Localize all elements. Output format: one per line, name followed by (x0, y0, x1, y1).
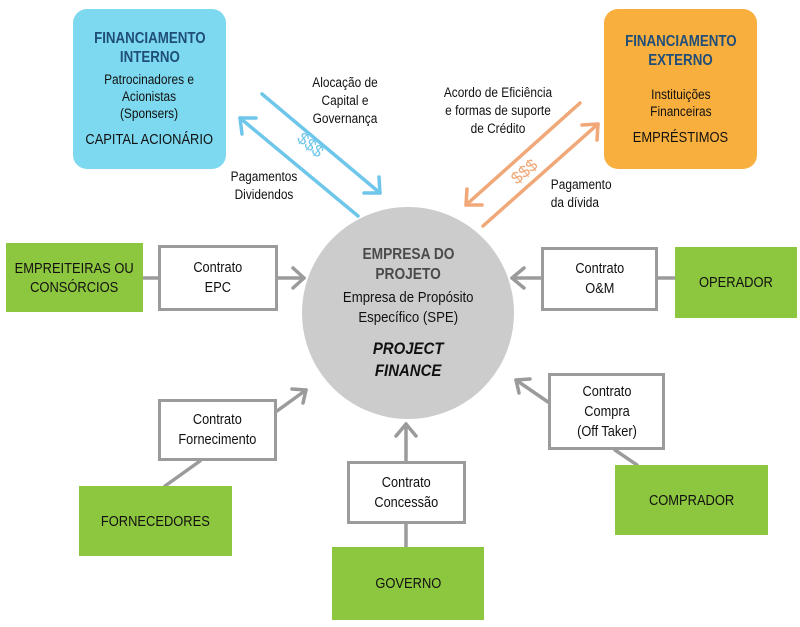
project-company-title-line1: EMPRESA DO (361, 245, 454, 263)
internal-financing-sub-line2: Acionistas (122, 89, 177, 104)
internal-financing-sub: Patrocinadores e Acionistas (Sponsers) (105, 71, 195, 122)
connector-offtake-center (514, 378, 550, 404)
flow-label-capital-allocation: Alocação de Capital e Governança (305, 74, 384, 128)
arrow-dividend-payments (238, 116, 360, 218)
internal-financing-sub-line3: (Sponsers) (120, 106, 179, 121)
party-contractors-line1: EMPREITEIRAS OU (15, 259, 135, 277)
contract-epc-line1: Contrato (193, 260, 243, 276)
contract-offtake-label: Contrato Compra (Off Taker) (577, 382, 637, 442)
party-buyer: COMPRADOR (615, 465, 768, 535)
project-company-sub-line1: Empresa de Propósito (342, 288, 474, 306)
contract-epc-line2: EPC (204, 280, 232, 296)
arrowhead-concession (394, 422, 418, 438)
internal-financing-title-line1: FINANCIAMENTO (93, 30, 206, 47)
external-financing-sub-line2: Financeiras (649, 103, 712, 119)
flow-label-debt-payment-line2: da dívida (550, 195, 600, 210)
arrowhead-credit-support (464, 187, 484, 207)
external-financing-title-line2: EXTERNO (648, 51, 713, 69)
flow-label-dividend-payments-line1: Pagamentos (230, 169, 298, 184)
connector-suppliers-supply (163, 459, 202, 488)
arrowhead-offtake (514, 377, 532, 395)
project-company-title-line2: PROJETO (375, 265, 441, 283)
connector-supply-center (275, 388, 308, 413)
external-financing-sub-line1: Instituições (650, 86, 711, 102)
flow-label-debt-payment: Pagamento da dívida (551, 176, 621, 212)
contract-om-line1: Contrato (575, 261, 624, 277)
contract-concession-line1: Contrato (382, 474, 431, 491)
flow-label-capital-allocation-line3: Governança (312, 111, 378, 126)
party-operator: OPERADOR (675, 247, 797, 318)
party-operator-label: OPERADOR (699, 274, 773, 291)
external-financing-capital: EMPRÉSTIMOS (632, 128, 729, 146)
contract-offtake-line2: Compra (583, 403, 630, 420)
contract-supply-line2: Fornecimento (178, 432, 257, 448)
contract-offtake: Contrato Compra (Off Taker) (548, 373, 665, 450)
connector-buyer-offtake (613, 448, 639, 467)
party-suppliers: FORNECEDORES (79, 486, 232, 556)
project-finance-line1: PROJECT (372, 338, 444, 358)
arrowhead-capital-allocation (362, 175, 382, 195)
flow-label-credit-support-line3: de Crédito (470, 121, 526, 136)
money-symbol-internal: $$$ (293, 129, 327, 162)
internal-financing-title-line2: INTERNO (119, 49, 180, 66)
external-financing-title-line1: FINANCIAMENTO (624, 32, 737, 50)
party-government: GOVERNO (332, 547, 484, 620)
arrow-debt-payment (481, 122, 600, 228)
internal-financing-box: FINANCIAMENTO INTERNO Patrocinadores e A… (73, 9, 226, 169)
party-contractors: EMPREITEIRAS OU CONSÓRCIOS (6, 243, 143, 312)
flow-label-credit-support-line1: Acordo de Eficiência (443, 85, 553, 100)
arrowhead-epc (291, 266, 306, 290)
flow-label-credit-support: Acordo de Eficiência e formas de suporte… (436, 84, 559, 138)
project-company-sub-line2: Específico (SPE) (358, 308, 458, 326)
external-financing-sub: Instituições Financeiras (650, 86, 711, 120)
party-buyer-label: COMPRADOR (648, 491, 735, 509)
internal-financing-sub-line1: Patrocinadores e (104, 72, 195, 87)
arrowhead-dividend-payments (238, 116, 258, 136)
arrowhead-supply (290, 387, 308, 405)
contract-epc: Contrato EPC (158, 245, 278, 311)
contract-concession-line2: Concessão (374, 494, 439, 511)
internal-financing-capital: CAPITAL ACIONÁRIO (85, 131, 214, 148)
arrowhead-debt-payment (580, 122, 600, 142)
contract-om: Contrato O&M (541, 247, 658, 311)
contract-om-line2: O&M (584, 281, 615, 297)
arrow-capital-allocation (260, 92, 382, 195)
party-contractors-line2: CONSÓRCIOS (30, 278, 119, 296)
money-symbol-external: $$$ (507, 155, 541, 188)
flow-label-credit-support-line2: e formas de suporte (445, 103, 551, 118)
contract-supply: Contrato Fornecimento (158, 399, 277, 461)
flow-label-dividend-payments: Pagamentos Dividendos (225, 168, 302, 204)
party-contractors-label: EMPREITEIRAS OU CONSÓRCIOS (15, 259, 134, 297)
contract-epc-label: Contrato EPC (194, 258, 243, 298)
project-finance-label: PROJECT FINANCE (373, 338, 444, 382)
project-company-sub: Empresa de Propósito Específico (SPE) (343, 288, 474, 328)
flow-label-capital-allocation-line1: Alocação de (312, 75, 378, 90)
arrow-credit-support (464, 101, 582, 207)
flow-label-capital-allocation-line2: Capital e (321, 93, 369, 108)
contract-concession-label: Contrato Concessão (375, 473, 439, 513)
project-company-circle: EMPRESA DO PROJETO Empresa de Propósito … (302, 207, 514, 419)
contract-supply-label: Contrato Fornecimento (178, 410, 256, 450)
contract-supply-line1: Contrato (193, 412, 242, 428)
arrowhead-om (510, 266, 526, 290)
contract-offtake-line1: Contrato (582, 383, 631, 400)
party-government-label: GOVERNO (375, 575, 441, 592)
contract-concession: Contrato Concessão (347, 461, 466, 524)
flow-label-debt-payment-line1: Pagamento (550, 177, 612, 192)
external-financing-box: FINANCIAMENTO EXTERNO Instituições Finan… (604, 9, 757, 169)
party-suppliers-label: FORNECEDORES (101, 512, 210, 530)
contract-offtake-line3: (Off Taker) (576, 423, 637, 440)
flow-label-dividend-payments-line2: Dividendos (234, 187, 294, 202)
contract-om-label: Contrato O&M (575, 259, 624, 299)
project-finance-line2: FINANCE (374, 360, 442, 380)
